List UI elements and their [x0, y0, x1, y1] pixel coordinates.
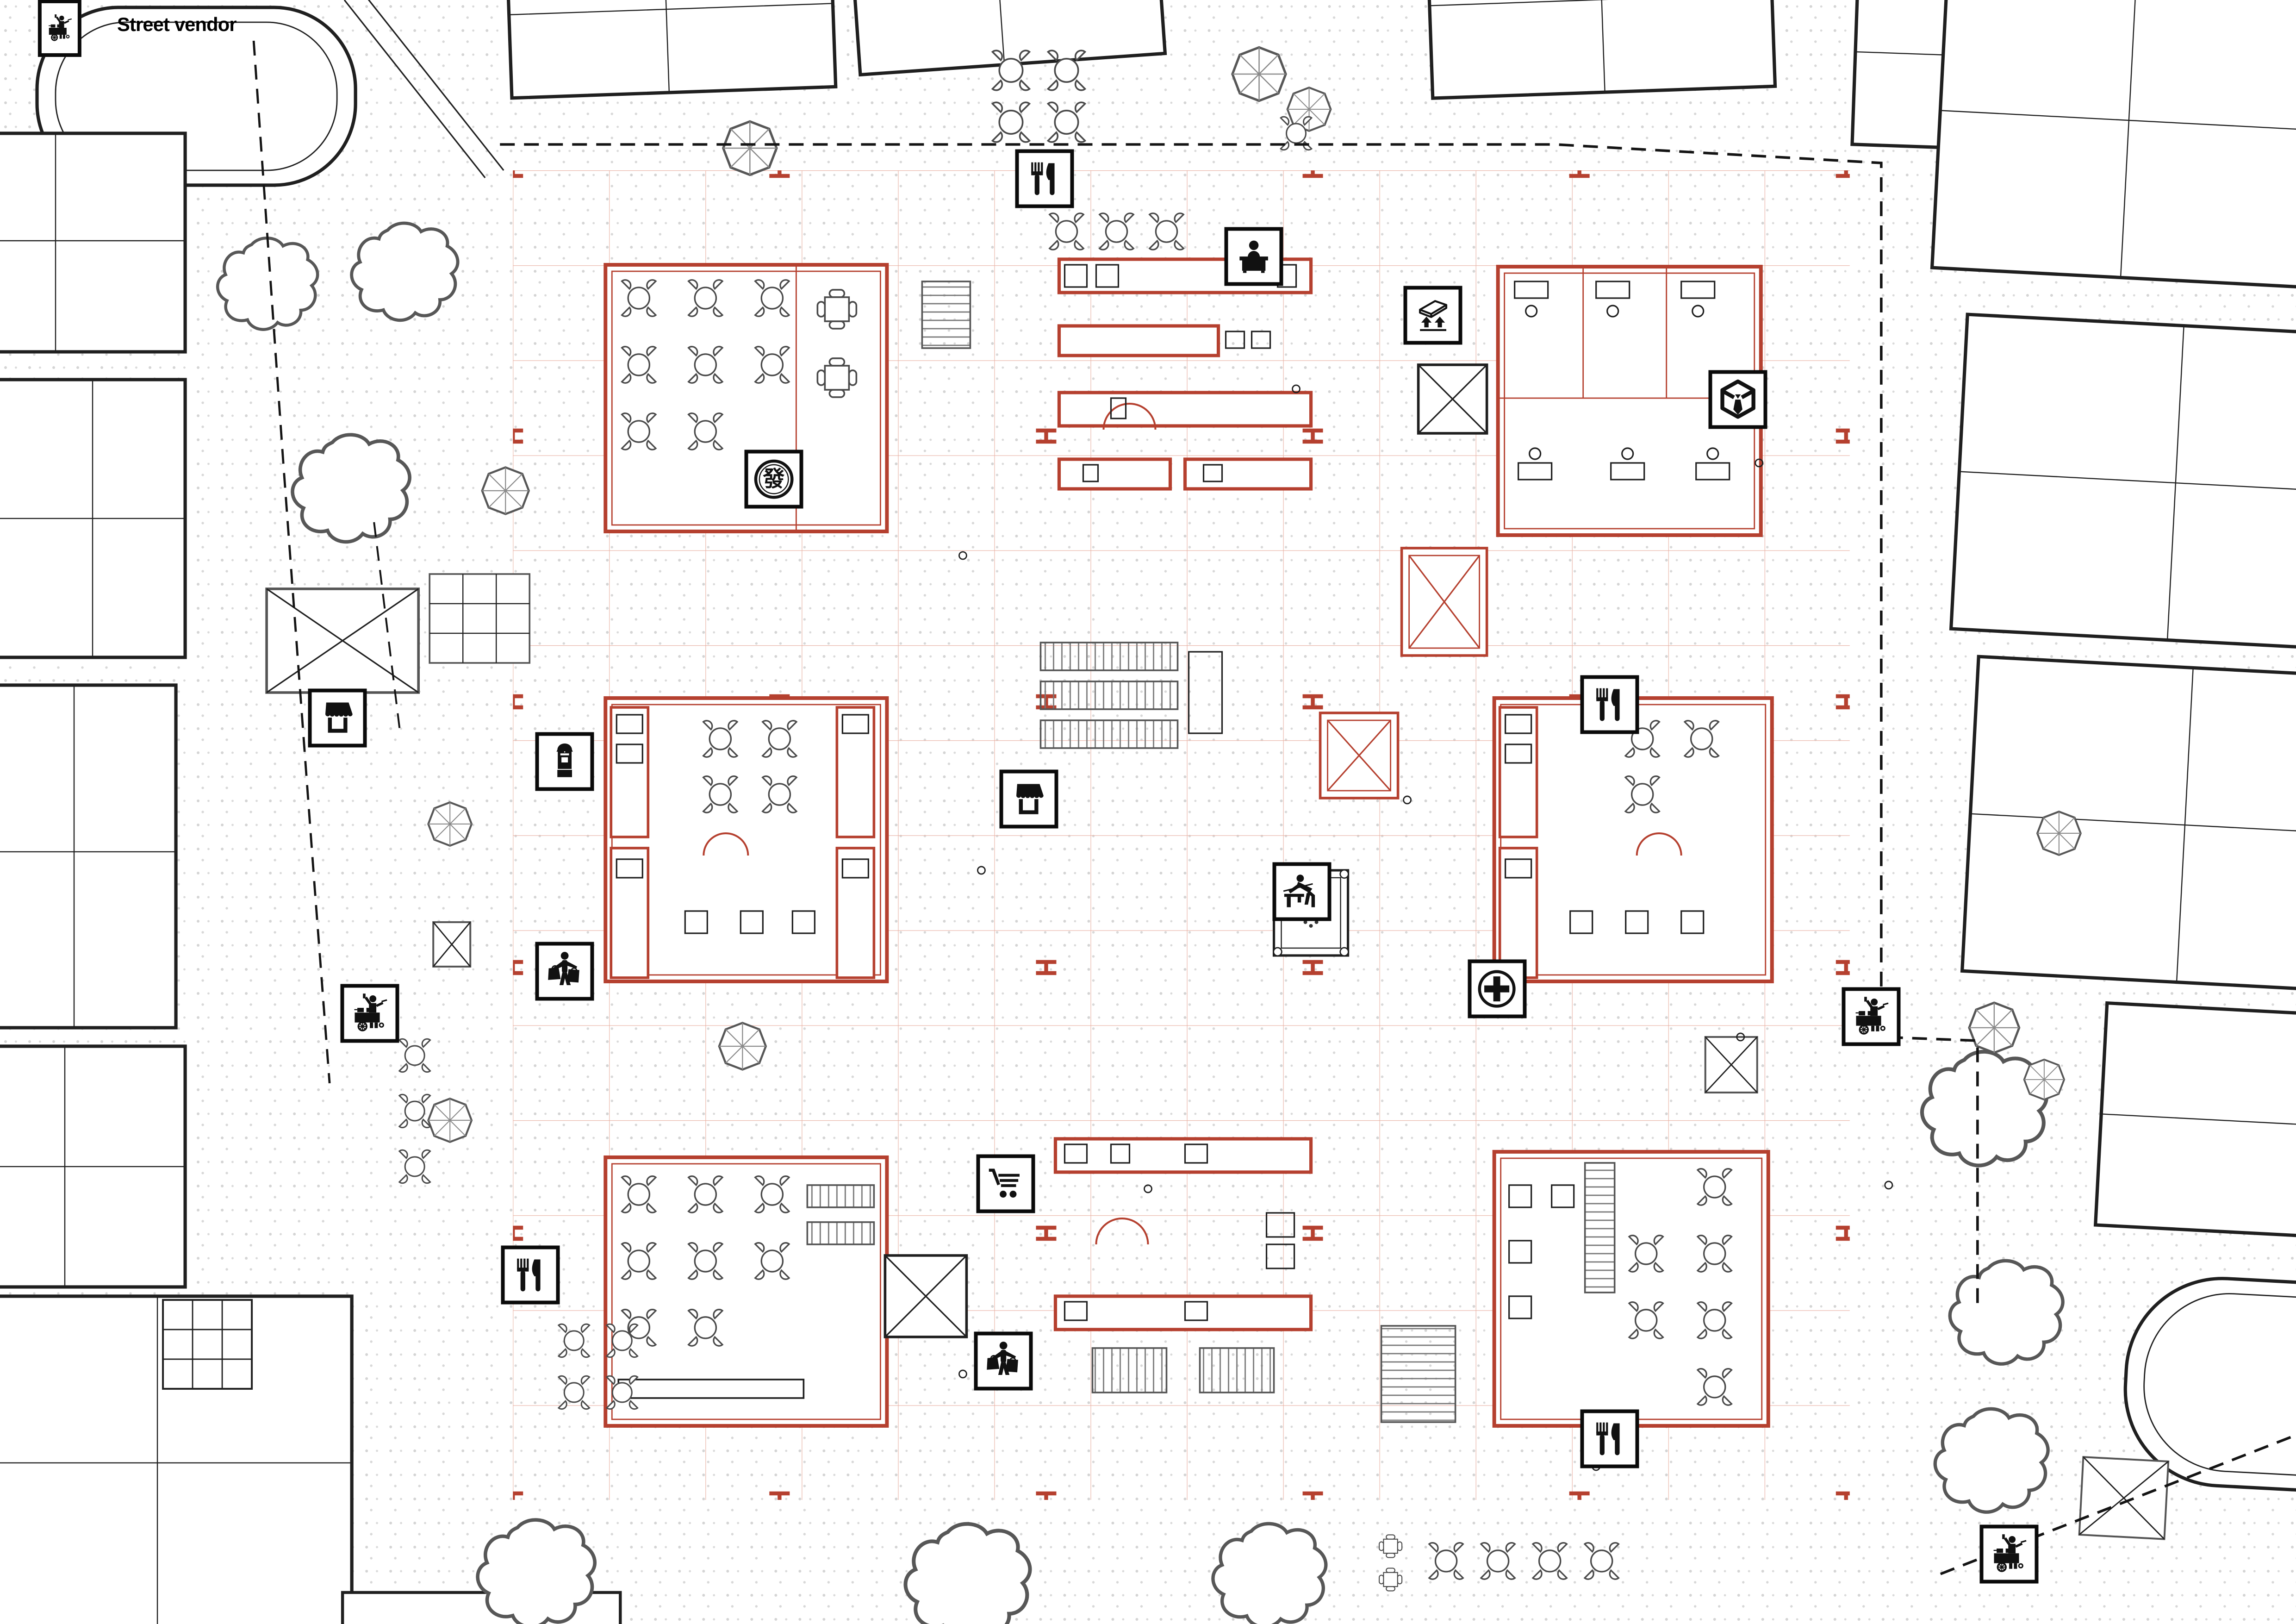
stair	[1380, 1325, 1456, 1423]
shopping-cart-marker	[976, 1154, 1035, 1213]
existing-building	[1930, 0, 2296, 293]
shopper-bags-icon	[543, 949, 586, 993]
shopper-bags-icon	[982, 1339, 1025, 1382]
tent	[1704, 1036, 1758, 1093]
cart-icon	[984, 1162, 1027, 1206]
pavilions	[604, 257, 1774, 1428]
postbox-icon	[543, 740, 586, 783]
pergola	[429, 573, 531, 664]
timber-loading-marker	[1403, 286, 1462, 345]
fork-knife-icon	[1023, 157, 1066, 200]
existing-building	[1425, 0, 1777, 100]
elevator-core-red	[1400, 547, 1488, 657]
market-stall-center-marker	[999, 769, 1058, 829]
pavilion-southwest	[604, 1155, 889, 1428]
existing-building	[0, 378, 187, 659]
elevator-core-red-center	[1319, 712, 1400, 800]
street-vendor-southeast-marker	[1979, 1524, 2039, 1584]
dashed-boundary	[252, 40, 2296, 1575]
market-stall-icon	[316, 696, 359, 739]
stair	[921, 281, 971, 349]
street-vendor-cart-icon	[348, 992, 391, 1035]
pavilion-east	[1492, 696, 1774, 983]
tent	[432, 921, 472, 968]
plaza-furniture	[398, 50, 1893, 1592]
reception-marker	[1224, 227, 1283, 286]
landscape	[218, 47, 2170, 1624]
existing-building	[0, 683, 178, 1030]
pavilion-south-center	[1053, 1137, 1456, 1423]
clothing-rack	[1199, 1347, 1275, 1393]
medical-cross-icon	[1475, 968, 1518, 1011]
fork-knife-icon	[1588, 1417, 1631, 1460]
shopper-west-marker	[535, 942, 594, 1001]
market-stall-west-marker	[308, 688, 367, 747]
existing-building	[0, 131, 187, 354]
medical-marker	[1468, 959, 1527, 1018]
elevator-core-black-south	[884, 1254, 968, 1338]
tent	[2078, 1456, 2170, 1540]
office-cube-marker	[1708, 370, 1767, 429]
market-shelving	[1039, 642, 1179, 671]
clothing-rack	[1091, 1347, 1168, 1393]
existing-building	[0, 1044, 187, 1289]
cube-necktie-icon	[1717, 378, 1760, 421]
existing-building	[0, 1294, 354, 1624]
postbox-marker	[535, 732, 594, 791]
pavilion-southeast	[1492, 1149, 1770, 1428]
street-vendor-west-marker	[340, 984, 399, 1043]
elevator-core-black	[1417, 363, 1488, 435]
street-vendor-cart-icon	[1850, 995, 1893, 1038]
timber-arrows-icon	[1411, 294, 1454, 337]
shopper-south-marker	[974, 1331, 1033, 1391]
pavilion-north-center	[921, 257, 1313, 491]
billiards-player-icon	[1280, 870, 1323, 913]
existing-building	[2093, 1001, 2296, 1243]
existing-building	[1949, 312, 2296, 654]
market-shelving	[1039, 719, 1179, 749]
street-vendor-cart-icon	[1987, 1532, 2030, 1575]
restaurant-top-marker	[1015, 149, 1074, 208]
billiards-marker	[1272, 862, 1332, 921]
street-vendor-east-marker	[1842, 987, 1901, 1046]
market-stall-icon	[1007, 777, 1050, 820]
existing-building	[2123, 1277, 2296, 1495]
market-shelving	[1039, 681, 1179, 710]
mahjong-character: 發	[763, 466, 785, 492]
street-vendor-label: Street vendor	[117, 13, 237, 35]
restaurant-east-marker	[1580, 675, 1639, 734]
restaurant-southeast-marker	[1580, 1409, 1639, 1468]
street-vendor-corner-marker	[37, 0, 82, 57]
people	[958, 384, 1893, 1471]
existing-building	[504, 0, 838, 100]
street-vendor-cart-icon	[44, 7, 75, 50]
mahjong-marker: 發	[744, 450, 803, 509]
fork-knife-icon	[509, 1253, 552, 1296]
market-stand	[1188, 651, 1223, 734]
fork-knife-icon	[1588, 683, 1631, 726]
pavilion-west	[604, 696, 889, 983]
reception-desk-icon	[1232, 235, 1275, 278]
restaurant-southwest-marker	[501, 1245, 560, 1305]
street-edge-lines	[343, 0, 504, 178]
